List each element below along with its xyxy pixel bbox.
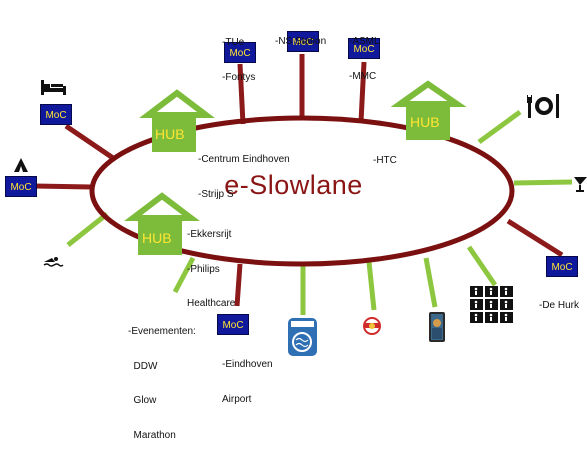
spoke-camping — [33, 183, 92, 190]
hub-south-line-3: Healthcare — [187, 298, 236, 309]
psv-logo-icon — [363, 317, 381, 335]
moc-box-bed: MoC — [40, 104, 72, 125]
ring-route — [89, 115, 515, 267]
moc-box-airport: MoC — [217, 314, 249, 335]
philips-logo-icon — [288, 318, 317, 356]
station-tue-line-2: -Fontys — [222, 71, 256, 83]
station-tue-line-1: -TUe — [222, 37, 245, 48]
restaurant-icon — [527, 94, 559, 118]
hub-east-line-1: -HTC — [373, 155, 397, 166]
spoke-swim — [66, 212, 109, 247]
hub-east-locations: -HTC — [373, 132, 397, 190]
spoke-events — [172, 256, 196, 294]
hub-house-south — [124, 192, 200, 255]
spoke-activities — [466, 245, 498, 287]
bed-icon — [41, 80, 66, 95]
spoke-airport — [234, 263, 243, 307]
station-asml-line-1: -ASML — [349, 36, 380, 47]
events-line-4: Marathon — [128, 429, 176, 441]
spoke-asml — [358, 61, 367, 123]
moc-box-camping: MoC — [5, 176, 37, 197]
e-slowlane-diagram: e-Slowlane HUB HUB HUB -Centrum Eindhove… — [5, 13, 587, 441]
cocktail-bar-icon — [574, 177, 587, 192]
hub-south-line-2: -Philips — [187, 263, 220, 275]
moc-box-asml: MoC — [348, 38, 380, 59]
diagram-canvas — [14, 54, 587, 356]
spoke-dehurk — [506, 218, 564, 258]
hub-south-locations: -Ekkersrijt -Philips Healthcare — [187, 206, 235, 333]
events-line-1: -Evenementen: — [128, 326, 196, 337]
moc-box-ns: MoC — [287, 31, 319, 52]
diagram-title: e-Slowlane — [224, 170, 363, 200]
station-airport-label: -Eindhoven Airport — [222, 336, 273, 428]
station-airport-line-1: -Eindhoven — [222, 359, 273, 370]
station-ns-line-1: -NS Station — [275, 36, 327, 47]
moc-box-dehurk: MoC — [546, 256, 578, 277]
spokes — [33, 54, 573, 315]
station-asml-line-2: -MMC — [349, 70, 377, 82]
spoke-psv — [366, 261, 377, 311]
station-dehurk-label: -De Hurk — [539, 277, 579, 335]
spoke-vangogh — [423, 257, 438, 308]
events-label: -Evenementen: DDW Glow Marathon — [128, 303, 196, 464]
hub-west-locations: -Centrum Eindhoven -Strijp S — [198, 131, 290, 223]
hub-label-south: HUB — [142, 230, 172, 246]
station-ns-label: -NS Station — [275, 13, 326, 71]
hub-south-line-1: -Ekkersrijt — [187, 229, 232, 240]
hub-label-west: HUB — [155, 126, 185, 142]
hub-west-line-1: -Centrum Eindhoven — [198, 154, 290, 165]
van-gogh-portrait-icon — [429, 312, 445, 342]
spoke-bed — [64, 123, 115, 161]
spoke-bar — [513, 179, 573, 186]
activities-grid-icon — [470, 286, 513, 323]
station-airport-line-2: Airport — [222, 393, 252, 405]
spoke-restaurant — [477, 109, 522, 145]
station-dehurk-line-1: -De Hurk — [539, 300, 580, 311]
hub-west-line-2: -Strijp S — [198, 188, 234, 200]
hub-label-east: HUB — [410, 114, 440, 130]
events-line-3: Glow — [128, 395, 157, 406]
swimming-icon — [43, 257, 64, 267]
station-tue-label: -TUe -Fontys — [222, 14, 255, 106]
moc-box-tue: MoC — [224, 42, 256, 63]
spoke-tue — [237, 63, 246, 125]
events-line-2: DDW — [128, 360, 158, 372]
hub-house-east — [390, 80, 467, 140]
station-asml-label: -ASML -MMC — [349, 13, 380, 105]
camping-tent-icon — [14, 158, 28, 172]
hub-house-west — [139, 89, 215, 152]
